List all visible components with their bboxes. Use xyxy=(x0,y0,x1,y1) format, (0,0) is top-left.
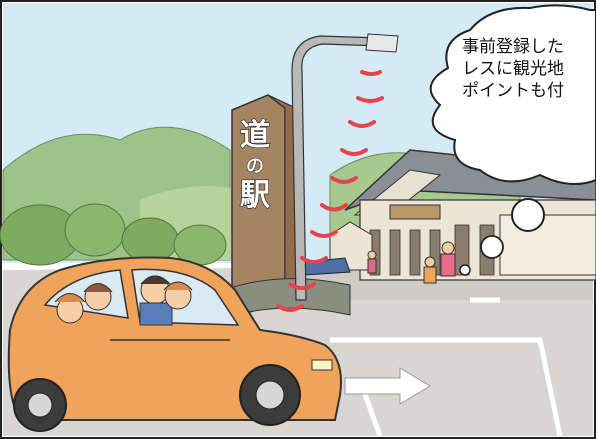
thought-dot-large xyxy=(511,198,545,232)
signal-waves xyxy=(276,70,384,312)
station-building xyxy=(329,149,596,281)
speech-line-1: 事前登録した xyxy=(462,37,564,57)
speech-line-2: レスに観光地 xyxy=(462,59,564,79)
speech-line-3: ポイントも付 xyxy=(462,81,564,101)
sign-char-2: の xyxy=(246,156,264,177)
thought-dot-small xyxy=(459,264,471,276)
sign-char-3: 駅 xyxy=(240,178,270,213)
pedestrians xyxy=(367,241,456,284)
thought-dot-medium xyxy=(480,235,504,259)
street-lamp xyxy=(291,33,399,301)
road-arrow xyxy=(344,367,431,405)
speech-cloud xyxy=(429,4,596,185)
sign-char-1: 道 xyxy=(240,118,270,153)
passengers xyxy=(54,275,193,326)
